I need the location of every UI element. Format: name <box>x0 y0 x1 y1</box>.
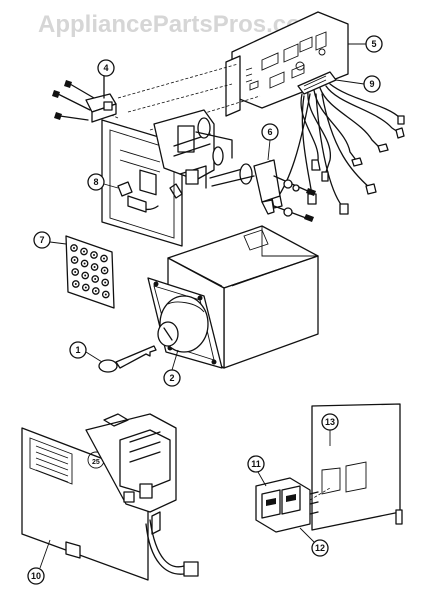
callout-1: 1 <box>69 341 87 359</box>
keypad-button-dot <box>83 262 86 265</box>
keypad-card <box>65 235 115 309</box>
svg-text:6: 6 <box>267 127 272 137</box>
callout-6: 6 <box>261 123 279 141</box>
callout-4: 4 <box>97 59 115 77</box>
key-number-label: 25 <box>92 459 100 466</box>
keypad-button-dot <box>74 283 77 285</box>
svg-text:7: 7 <box>39 235 44 245</box>
callout-12: 12 <box>311 539 329 557</box>
callout-7: 7 <box>33 231 51 249</box>
screw-bracket-4 <box>52 75 117 123</box>
key-1 <box>98 345 157 373</box>
callout-9: 9 <box>363 75 381 93</box>
callout-5: 5 <box>365 35 383 53</box>
callout-8: 8 <box>87 173 105 191</box>
lock-assembly-10: 25 <box>21 413 199 581</box>
callout-10: 10 <box>27 567 45 585</box>
svg-text:13: 13 <box>325 417 335 427</box>
keypad-button-dot <box>94 290 97 292</box>
svg-text:11: 11 <box>251 459 261 469</box>
svg-text:10: 10 <box>31 571 41 581</box>
callout-13: 13 <box>321 413 339 431</box>
svg-text:5: 5 <box>371 39 376 49</box>
svg-text:12: 12 <box>315 543 325 553</box>
keypad-button-dot <box>103 257 105 260</box>
keypad-button-dot <box>73 247 75 249</box>
keypad-button-dot <box>103 269 106 272</box>
svg-text:4: 4 <box>103 63 108 73</box>
keypad-button-dot <box>104 293 107 296</box>
wire-harness-9 <box>271 71 405 215</box>
cover-plate-13 <box>311 403 403 531</box>
keypad-button-dot <box>94 278 97 280</box>
keypad-button-dot <box>84 286 87 289</box>
keypad-button-dot <box>73 259 76 261</box>
keypad-button-dot <box>74 271 77 273</box>
keypad-button-dot <box>93 266 96 268</box>
lock-cylinder-2 <box>147 277 223 369</box>
svg-text:8: 8 <box>93 177 98 187</box>
rocker-switches-11-12 <box>255 477 331 533</box>
clip-8 <box>117 181 133 197</box>
lock-control-panel <box>101 109 253 247</box>
keypad-button-dot <box>83 250 85 253</box>
callout-11: 11 <box>247 455 265 473</box>
keypad-button-dot <box>93 254 95 256</box>
svg-text:1: 1 <box>75 345 80 355</box>
keypad-button-dot <box>104 281 107 284</box>
keypad-7 <box>65 235 115 309</box>
callout-2: 2 <box>163 369 181 387</box>
switch-6 <box>211 159 316 222</box>
keypad-button-dot <box>84 274 87 277</box>
svg-text:9: 9 <box>369 79 374 89</box>
svg-text:2: 2 <box>169 373 174 383</box>
